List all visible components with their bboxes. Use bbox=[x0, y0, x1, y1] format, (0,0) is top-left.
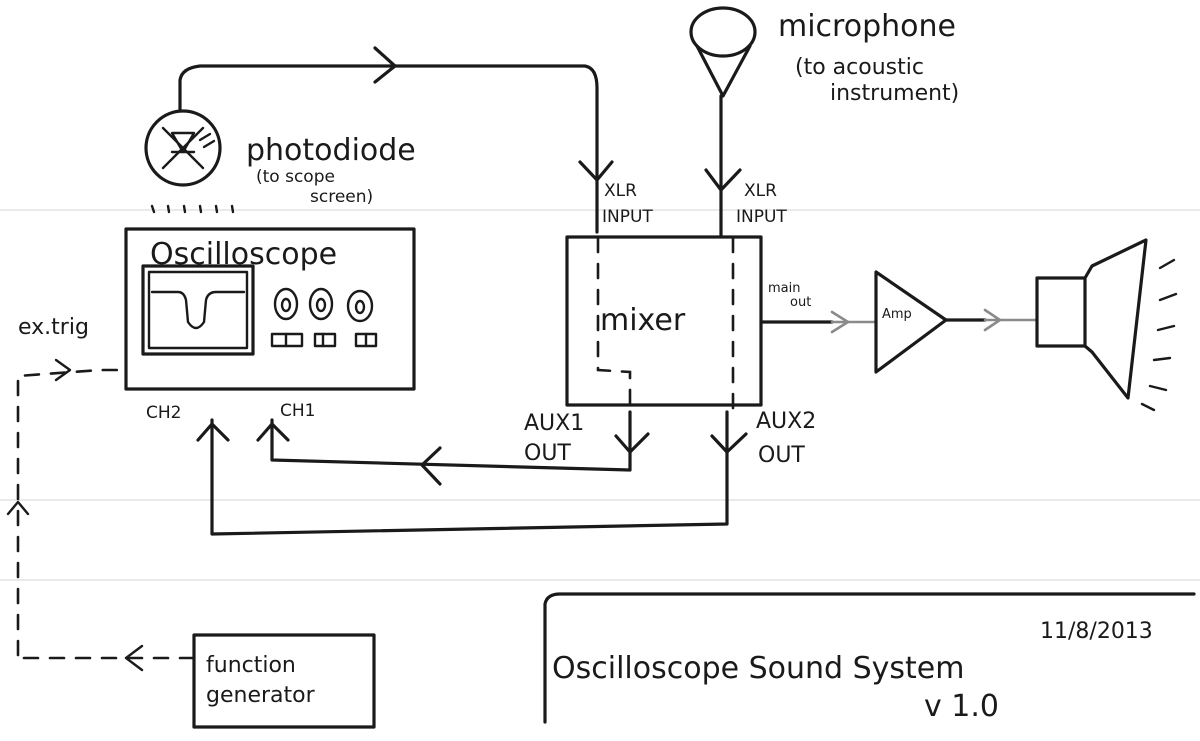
photodiode-icon bbox=[144, 109, 222, 187]
aux1-wire-arrow bbox=[420, 446, 442, 486]
amp-to-speaker-arrow bbox=[983, 308, 1003, 332]
xlr-input-2-label-line1: XLR bbox=[744, 181, 777, 201]
aux1-out-label-line2: OUT bbox=[524, 441, 571, 466]
aux2-to-ch2-wire bbox=[210, 410, 729, 536]
aux1-out-arrow bbox=[614, 432, 650, 454]
diagram-title: Oscilloscope Sound System bbox=[552, 651, 965, 686]
speaker-sound-waves bbox=[1140, 258, 1178, 412]
mixer-label: mixer bbox=[600, 303, 686, 338]
speaker-icon bbox=[1035, 238, 1148, 400]
ext-trig-label: ex.trig bbox=[18, 315, 89, 340]
main-out-label-line1: main bbox=[768, 281, 800, 296]
amp-triangle bbox=[874, 270, 948, 374]
function-generator-box bbox=[192, 633, 376, 729]
version-label: v 1.0 bbox=[924, 689, 999, 724]
aux1-to-ch1-wire bbox=[270, 410, 632, 472]
photodiode-label: photodiode bbox=[246, 133, 416, 168]
microphone-label: microphone bbox=[778, 9, 956, 44]
aux2-out-label-line1: AUX2 bbox=[756, 409, 816, 434]
function-generator-label-line1: function bbox=[206, 653, 296, 678]
microphone-note-line1: (to acoustic bbox=[795, 55, 924, 80]
function-generator-arrow bbox=[124, 644, 144, 672]
aux2-out-label-line2: OUT bbox=[758, 443, 805, 468]
ch1-arrow bbox=[256, 422, 290, 442]
title-block-border bbox=[543, 592, 1196, 724]
ch1-label: CH1 bbox=[280, 401, 315, 421]
date-label: 11/8/2013 bbox=[1040, 619, 1153, 644]
oscilloscope-screen bbox=[141, 264, 255, 356]
function-generator-label-line2: generator bbox=[206, 683, 316, 708]
oscilloscope-knobs bbox=[273, 287, 374, 323]
ext-trig-arrow bbox=[54, 358, 72, 382]
main-out-label-line2: out bbox=[790, 295, 811, 310]
xlr-input-1-label-line1: XLR bbox=[604, 181, 637, 201]
photodiode-note-line1: (to scope bbox=[256, 167, 335, 187]
mixer-internal-route-1 bbox=[596, 236, 632, 414]
microphone-note-line2: instrument) bbox=[830, 81, 959, 106]
ch2-arrow bbox=[196, 422, 230, 442]
oscilloscope-box bbox=[124, 227, 416, 391]
xlr-input-2-arrow bbox=[704, 168, 742, 192]
aux1-out-label-line1: AUX1 bbox=[524, 411, 584, 436]
ext-trig-dashed-line bbox=[16, 368, 128, 657]
amp-label: Amp bbox=[882, 307, 912, 322]
main-out-arrow bbox=[830, 310, 851, 334]
ch2-label: CH2 bbox=[146, 403, 181, 423]
xlr-input-1-arrow bbox=[578, 160, 614, 182]
microphone-icon bbox=[689, 6, 757, 98]
xlr-input-1-label-line2: INPUT bbox=[602, 207, 653, 227]
xlr-input-2-label-line2: INPUT bbox=[736, 207, 787, 227]
oscilloscope-switches bbox=[270, 332, 378, 348]
photodiode-light-rays bbox=[150, 204, 235, 214]
photodiode-note-line2: screen) bbox=[310, 187, 373, 207]
photodiode-wire-arrow bbox=[373, 46, 397, 84]
ext-trig-up-arrow bbox=[6, 500, 30, 516]
aux2-out-arrow bbox=[710, 432, 748, 454]
